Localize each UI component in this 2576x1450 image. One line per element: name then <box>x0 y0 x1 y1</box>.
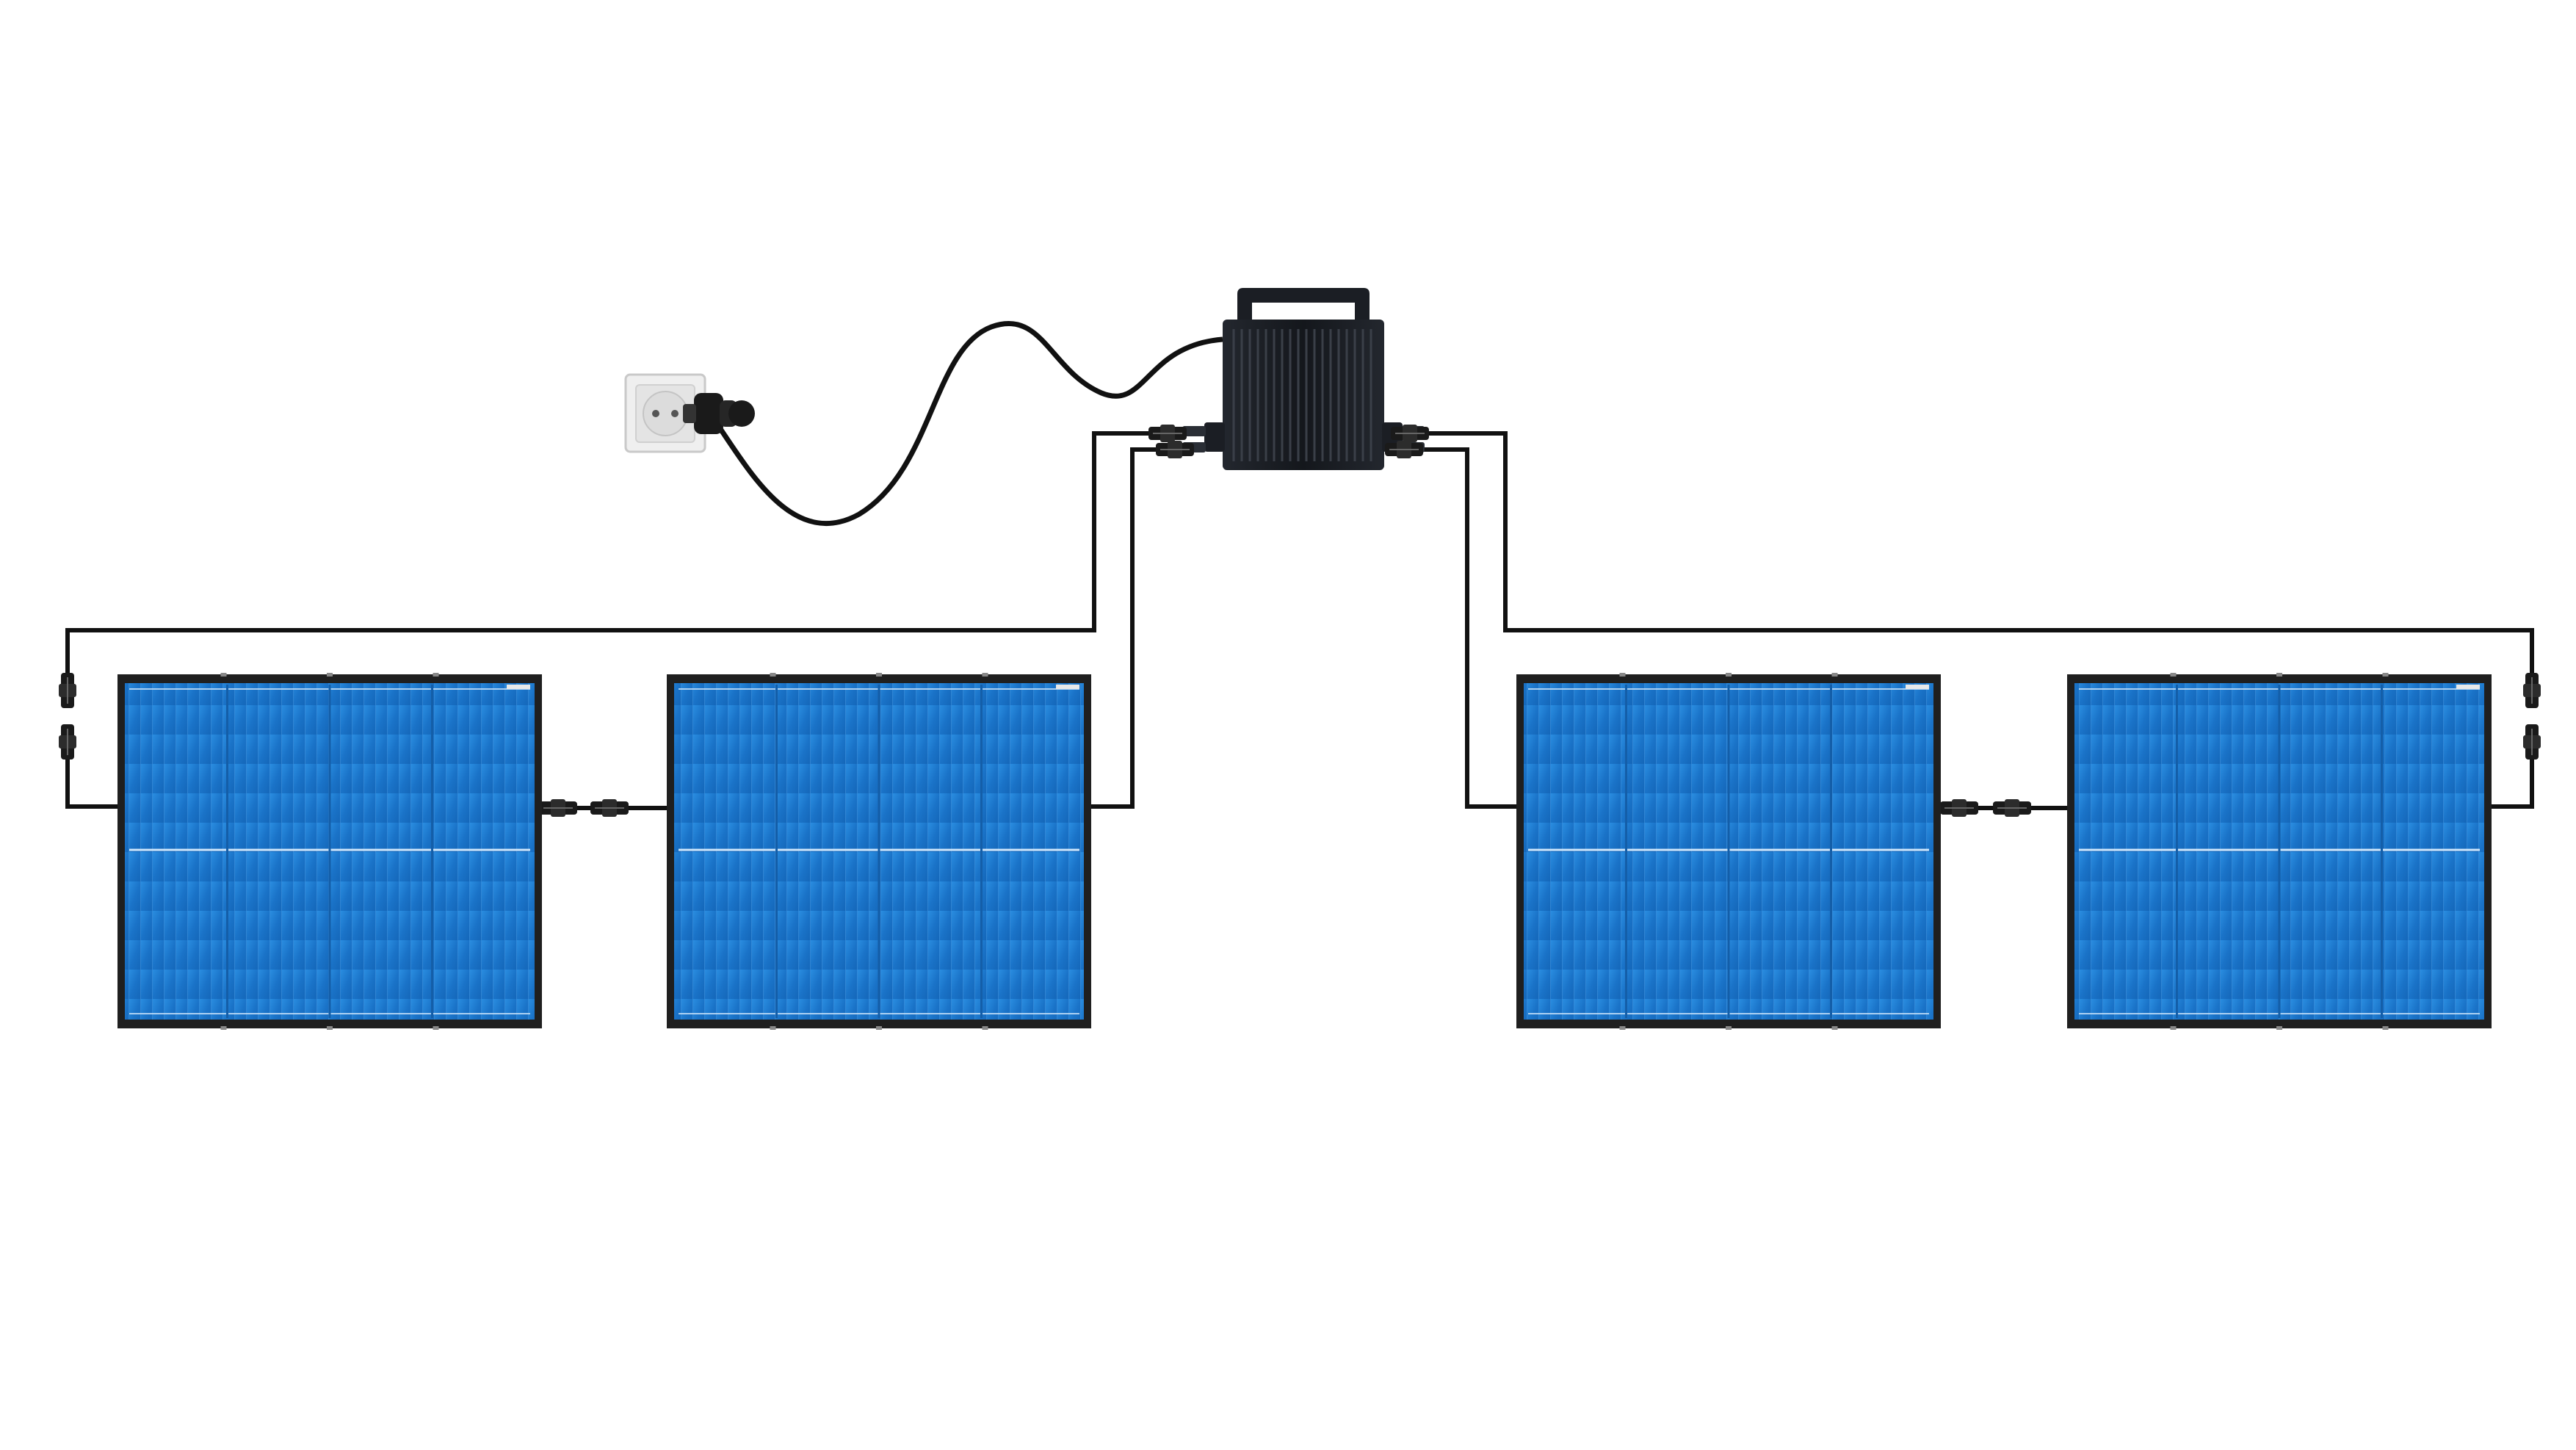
mc4-connector-icon <box>1940 799 1978 817</box>
solar-panel-icon <box>667 673 1091 1030</box>
cable-left-outer <box>65 431 1160 687</box>
solar-panels-group <box>117 673 2492 1030</box>
cable-left-outer-lower <box>65 749 117 809</box>
connectors-group <box>59 425 2541 817</box>
mc4-connector-icon <box>59 673 76 708</box>
mc4-connector-icon <box>539 799 577 817</box>
mc4-connector-icon <box>1391 425 1429 442</box>
solar-panel-icon <box>2067 673 2492 1030</box>
mc4-connector-icon <box>1148 425 1187 442</box>
mc4-connector-icon <box>1385 441 1423 458</box>
cabling <box>65 320 2534 810</box>
mc4-connector-icon <box>2523 673 2541 708</box>
cable-left-inner <box>1091 447 1160 809</box>
micro-inverter-icon <box>1182 288 1425 470</box>
solar-panel-icon <box>117 673 542 1030</box>
plug-icon <box>683 393 755 434</box>
mc4-connector-icon <box>2523 724 2541 760</box>
mc4-connector-icon <box>59 724 76 760</box>
ac-cable <box>714 320 1223 527</box>
cable-right-outer-lower <box>2489 749 2534 809</box>
solar-panel-icon <box>1516 673 1941 1030</box>
mc4-connector-icon <box>590 799 629 817</box>
cable-right-inner <box>1417 447 1516 809</box>
mc4-connector-icon <box>1993 799 2031 817</box>
cable-right-outer <box>1417 431 2534 687</box>
mc4-connector-icon <box>1156 441 1194 458</box>
